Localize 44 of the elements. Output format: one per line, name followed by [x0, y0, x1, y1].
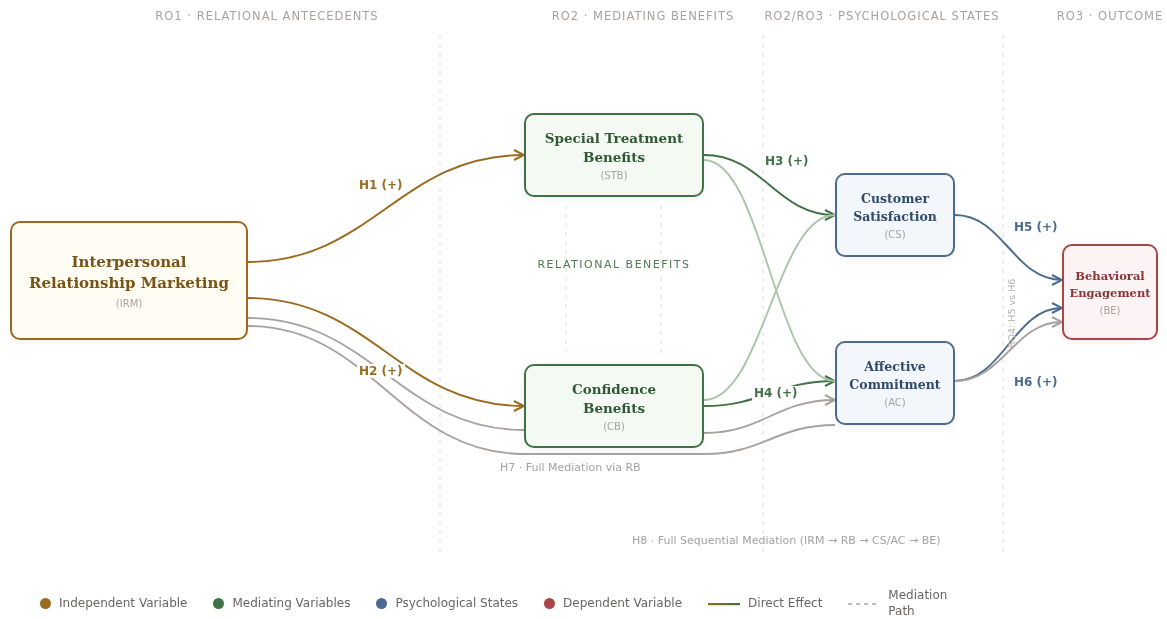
edge-label: H1 (+) [357, 178, 405, 193]
variable-box [1062, 244, 1158, 340]
abbreviation: (AC) [884, 397, 906, 408]
note-text: H7 · Full Mediation via RB [500, 461, 641, 474]
variable-name: Behavioral Engagement [1069, 268, 1151, 301]
vertical-note: RQ4: H5 vs H6 [1006, 278, 1017, 348]
abbreviation: (CB) [603, 421, 625, 433]
variable-box [835, 173, 955, 257]
legend-text: Direct Effect [748, 595, 823, 612]
legend-text: Independent Variable [59, 595, 188, 612]
variable-box [524, 113, 704, 197]
column-header: RO3 · OUTCOME [1056, 9, 1164, 23]
arrow [247, 297, 525, 412]
variable-box [835, 341, 955, 425]
edge-label: H5 (+) [1012, 220, 1060, 235]
column-header: RO2/RO3 · PSYCHOLOGICAL STATES [764, 9, 1000, 23]
variable-name: Interpersonal Relationship Marketing [28, 252, 230, 294]
edge-label: H4 (+) [752, 386, 800, 401]
edge-label: H3 (+) [763, 154, 811, 169]
column-header: RO2 · MEDIATING BENEFITS [551, 9, 735, 23]
abbreviation: (CS) [884, 229, 906, 240]
arrow [703, 394, 836, 434]
variable-name: Affective Commitment [848, 358, 942, 393]
legend-text: Dependent Variable [563, 595, 683, 612]
column-header: RO1 · RELATIONAL ANTECEDENTS [155, 9, 379, 23]
abbreviation: (STB) [600, 170, 628, 182]
arrow [954, 214, 1063, 285]
edge-label: H2 (+) [357, 364, 405, 379]
note-text: H8 · Full Sequential Mediation (IRM → RB → CS/AC → BE) [632, 534, 941, 547]
variable-name: Confidence Benefits [570, 379, 657, 418]
variable-name: Special Treatment Benefits [543, 128, 685, 167]
arrow [954, 317, 1063, 382]
abbreviation: (BE) [1099, 304, 1121, 316]
variable-name: Customer Satisfaction [852, 190, 938, 225]
variable-box [524, 364, 704, 448]
legend-text: Mediation Path [888, 588, 949, 619]
variable-box [10, 221, 248, 340]
arrow [703, 154, 836, 221]
legend-text: Psychological States [395, 595, 519, 612]
arrow [247, 149, 525, 263]
abbreviation: (IRM) [115, 298, 143, 309]
legend-text: Mediating Variables [232, 595, 351, 612]
edge-label: H6 (+) [1012, 375, 1060, 390]
group-label: RELATIONAL BENEFITS [537, 258, 691, 271]
